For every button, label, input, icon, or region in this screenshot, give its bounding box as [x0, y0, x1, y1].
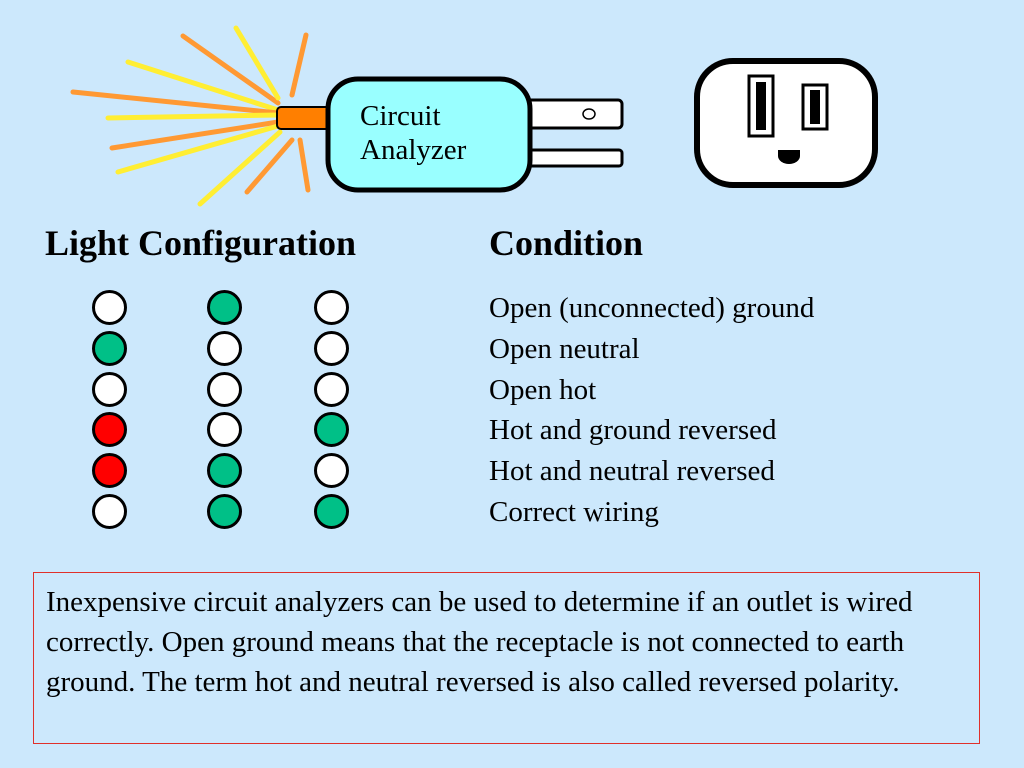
lamp-off — [314, 330, 349, 366]
light-row — [92, 329, 362, 370]
outlet-slot-left-inner — [756, 82, 766, 130]
lamp-green — [314, 493, 349, 529]
lamp-off — [207, 371, 242, 407]
lamp-off — [207, 412, 242, 448]
prong-hole — [582, 108, 596, 120]
lamp-red — [92, 412, 127, 448]
analyzer-illustration: Circuit Analyzer — [70, 25, 878, 207]
light-row — [92, 451, 362, 492]
lamp-off — [314, 290, 349, 325]
prong-top — [520, 98, 624, 130]
outlet — [694, 58, 878, 188]
lamp-red — [92, 453, 127, 489]
lamp-off — [314, 453, 349, 489]
condition-item: Open hot — [489, 373, 597, 406]
indicator-light — [276, 106, 334, 130]
light-configuration-heading: Light Configuration — [45, 223, 357, 263]
analyzer-body — [325, 76, 533, 193]
outlet-ground-hole — [778, 150, 800, 164]
lamp-off — [92, 493, 127, 529]
light-row — [92, 410, 362, 451]
device-label-line1: Circuit — [360, 100, 441, 132]
lamp-green — [207, 290, 242, 325]
lamp-off — [207, 330, 242, 366]
explanation-note: Inexpensive circuit analyzers can be use… — [33, 572, 980, 744]
condition-item: Open (unconnected) ground — [489, 292, 815, 324]
device-label-line2: Analyzer — [360, 134, 467, 166]
light-row — [92, 288, 362, 329]
lamp-off — [92, 290, 127, 325]
light-configuration-grid — [92, 288, 362, 533]
lamp-green — [207, 453, 242, 489]
lamp-green — [92, 330, 127, 366]
outlet-slot-right-inner — [810, 90, 820, 124]
lamp-green — [207, 493, 242, 529]
condition-item: Hot and neutral reversed — [489, 455, 775, 488]
light-row — [92, 492, 362, 533]
light-row — [92, 370, 362, 411]
condition-item: Open neutral — [489, 332, 640, 365]
condition-heading: Condition — [489, 223, 644, 263]
lamp-green — [314, 412, 349, 448]
condition-item: Hot and ground reversed — [489, 414, 777, 447]
lamp-off — [92, 371, 127, 407]
light-rays — [70, 25, 311, 207]
prong-bottom — [520, 148, 624, 168]
lamp-off — [314, 371, 349, 407]
condition-item: Correct wiring — [489, 495, 659, 528]
